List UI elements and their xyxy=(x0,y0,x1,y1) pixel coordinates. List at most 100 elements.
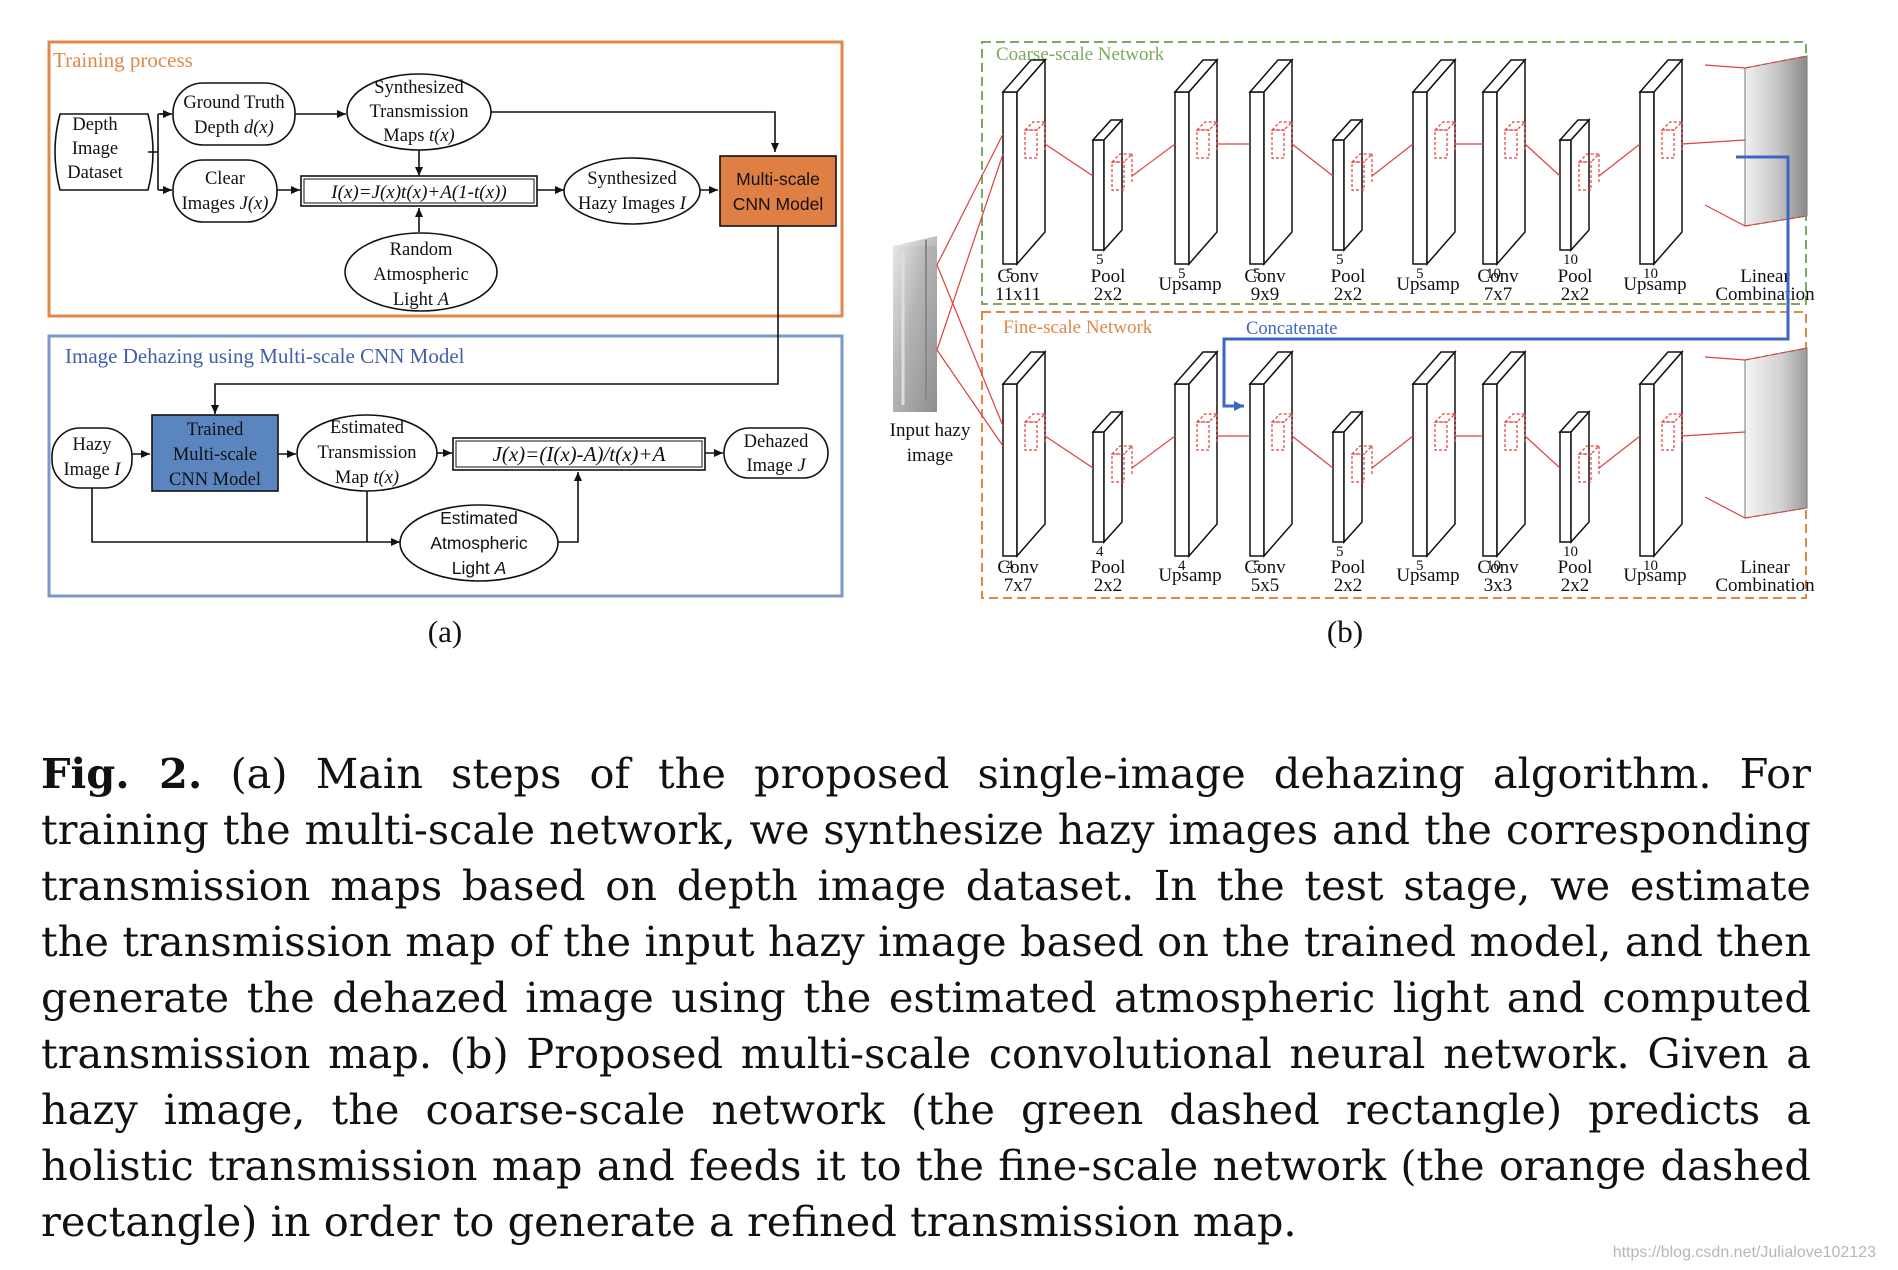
dehazing-title: Image Dehazing using Multi-scale CNN Mod… xyxy=(65,344,465,368)
hazy-image-line1: Hazy xyxy=(72,435,112,455)
svg-text:Synthesized: Synthesized xyxy=(587,169,677,189)
coarse-layer-3-channels: 5 xyxy=(1178,266,1186,282)
watermark: https://blog.csdn.net/Julialove102123 xyxy=(1612,1244,1876,1261)
fine-layer-6-channels: 5 xyxy=(1416,558,1424,574)
ground-truth-node: Ground Truth Depth d(x) xyxy=(172,82,296,146)
concatenate-arrow xyxy=(1222,155,1790,411)
estimated-transmission-node: Estimated Transmission Map t(x) xyxy=(296,414,438,492)
synth-hazy-line2-italic: I xyxy=(679,194,687,214)
training-equation: I(x)=J(x)t(x)+A(1-t(x)) xyxy=(330,182,506,203)
estimated-atmospheric-light-node: Estimated Atmospheric Light A xyxy=(399,504,559,582)
fine-network-title: Fine-scale Network xyxy=(1003,317,1153,338)
est-trans-line3: Map xyxy=(335,468,374,488)
ground-truth-line1: Ground Truth xyxy=(183,93,284,113)
clear-images-line1: Clear xyxy=(205,169,245,189)
svg-text:Clear: Clear xyxy=(205,169,245,189)
synthesized-transmission-node: Synthesized Transmission Maps t(x) xyxy=(346,73,492,151)
svg-text:Map t(x): Map t(x) xyxy=(335,468,399,488)
input-hazy-line2: image xyxy=(907,445,953,466)
fine-layer-6-name: Upsamp xyxy=(1396,565,1459,586)
coarse-layer-9-name: Upsamp xyxy=(1623,274,1686,295)
coarse-layer-6-channels: 5 xyxy=(1416,266,1424,282)
hazy-image-node: Hazy Image I xyxy=(51,427,133,489)
test-equation-box: J(x)=(I(x)-A)/t(x)+A xyxy=(452,437,706,471)
coarse-layer-6-name: Upsamp xyxy=(1396,274,1459,295)
panel-a-label: (a) xyxy=(428,614,462,649)
fine-layer-8-channels: 10 xyxy=(1563,544,1578,560)
coarse-layer-7-channels: 10 xyxy=(1486,266,1501,282)
fine-layer-7-channels: 10 xyxy=(1486,558,1501,574)
ground-truth-line2: Depth xyxy=(194,118,244,138)
fine-layer-9-name: Upsamp xyxy=(1623,565,1686,586)
test-equation: J(x)=(I(x)-A)/t(x)+A xyxy=(493,442,666,466)
panel-b-label: (b) xyxy=(1327,614,1363,649)
synth-hazy-line2: Hazy Images xyxy=(578,194,680,214)
ground-truth-line2-italic: d(x) xyxy=(244,118,274,138)
svg-text:Random: Random xyxy=(390,240,453,260)
est-trans-line3-italic: t(x) xyxy=(373,468,399,488)
svg-text:Atmospheric: Atmospheric xyxy=(373,265,469,285)
cnn-model-line2: CNN Model xyxy=(733,194,823,214)
depth-dataset-line1: Depth xyxy=(72,115,117,135)
svg-text:Images J(x): Images J(x) xyxy=(182,194,269,214)
synth-trans-line3: Maps xyxy=(383,126,429,146)
dehazed-line1: Dehazed xyxy=(744,432,809,452)
concatenate-label: Concatenate xyxy=(1246,319,1337,339)
training-process-title: Training process xyxy=(53,48,193,72)
coarse-layer-5-channels: 5 xyxy=(1336,252,1344,268)
fine-layer-9-channels: 10 xyxy=(1643,558,1658,574)
trained-line3: CNN Model xyxy=(169,470,261,490)
panel-b: Coarse-scale Network Fine-scale Network … xyxy=(890,41,1815,649)
coarse-layer-2-channels: 5 xyxy=(1096,252,1104,268)
training-equation-box: I(x)=J(x)t(x)+A(1-t(x)) xyxy=(300,175,538,207)
est-light-line3: Light xyxy=(452,558,495,578)
hazy-image-line2: Image xyxy=(63,460,114,480)
dehazed-line2-italic: J xyxy=(797,456,806,476)
dehazed-line2: Image xyxy=(746,456,797,476)
svg-text:Light A: Light A xyxy=(393,290,450,310)
coarse-layer-3-name: Upsamp xyxy=(1158,274,1221,295)
synth-trans-line2: Transmission xyxy=(369,102,468,122)
input-hazy-line1: Input hazy xyxy=(890,420,971,441)
est-trans-line2: Transmission xyxy=(317,443,416,463)
figure-caption: Fig. 2. (a) Main steps of the proposed s… xyxy=(41,746,1811,1250)
caption-fig-label: Fig. 2. xyxy=(41,749,203,798)
svg-text:Image I: Image I xyxy=(63,460,121,480)
fine-layer-3-name: Upsamp xyxy=(1158,565,1221,586)
est-trans-line1: Estimated xyxy=(330,418,405,438)
svg-text:Maps t(x): Maps t(x) xyxy=(383,126,454,146)
trained-cnn-model-node: Trained Multi-scale CNN Model xyxy=(151,414,279,492)
cnn-model-line1: Multi-scale xyxy=(736,169,820,189)
trained-line2: Multi-scale xyxy=(173,445,257,465)
svg-text:Ground Truth: Ground Truth xyxy=(183,93,284,113)
svg-text:Hazy Images I: Hazy Images I xyxy=(578,194,687,214)
caption-text: (a) Main steps of the proposed single-im… xyxy=(41,749,1811,1246)
depth-dataset-line2: Image xyxy=(72,139,118,159)
